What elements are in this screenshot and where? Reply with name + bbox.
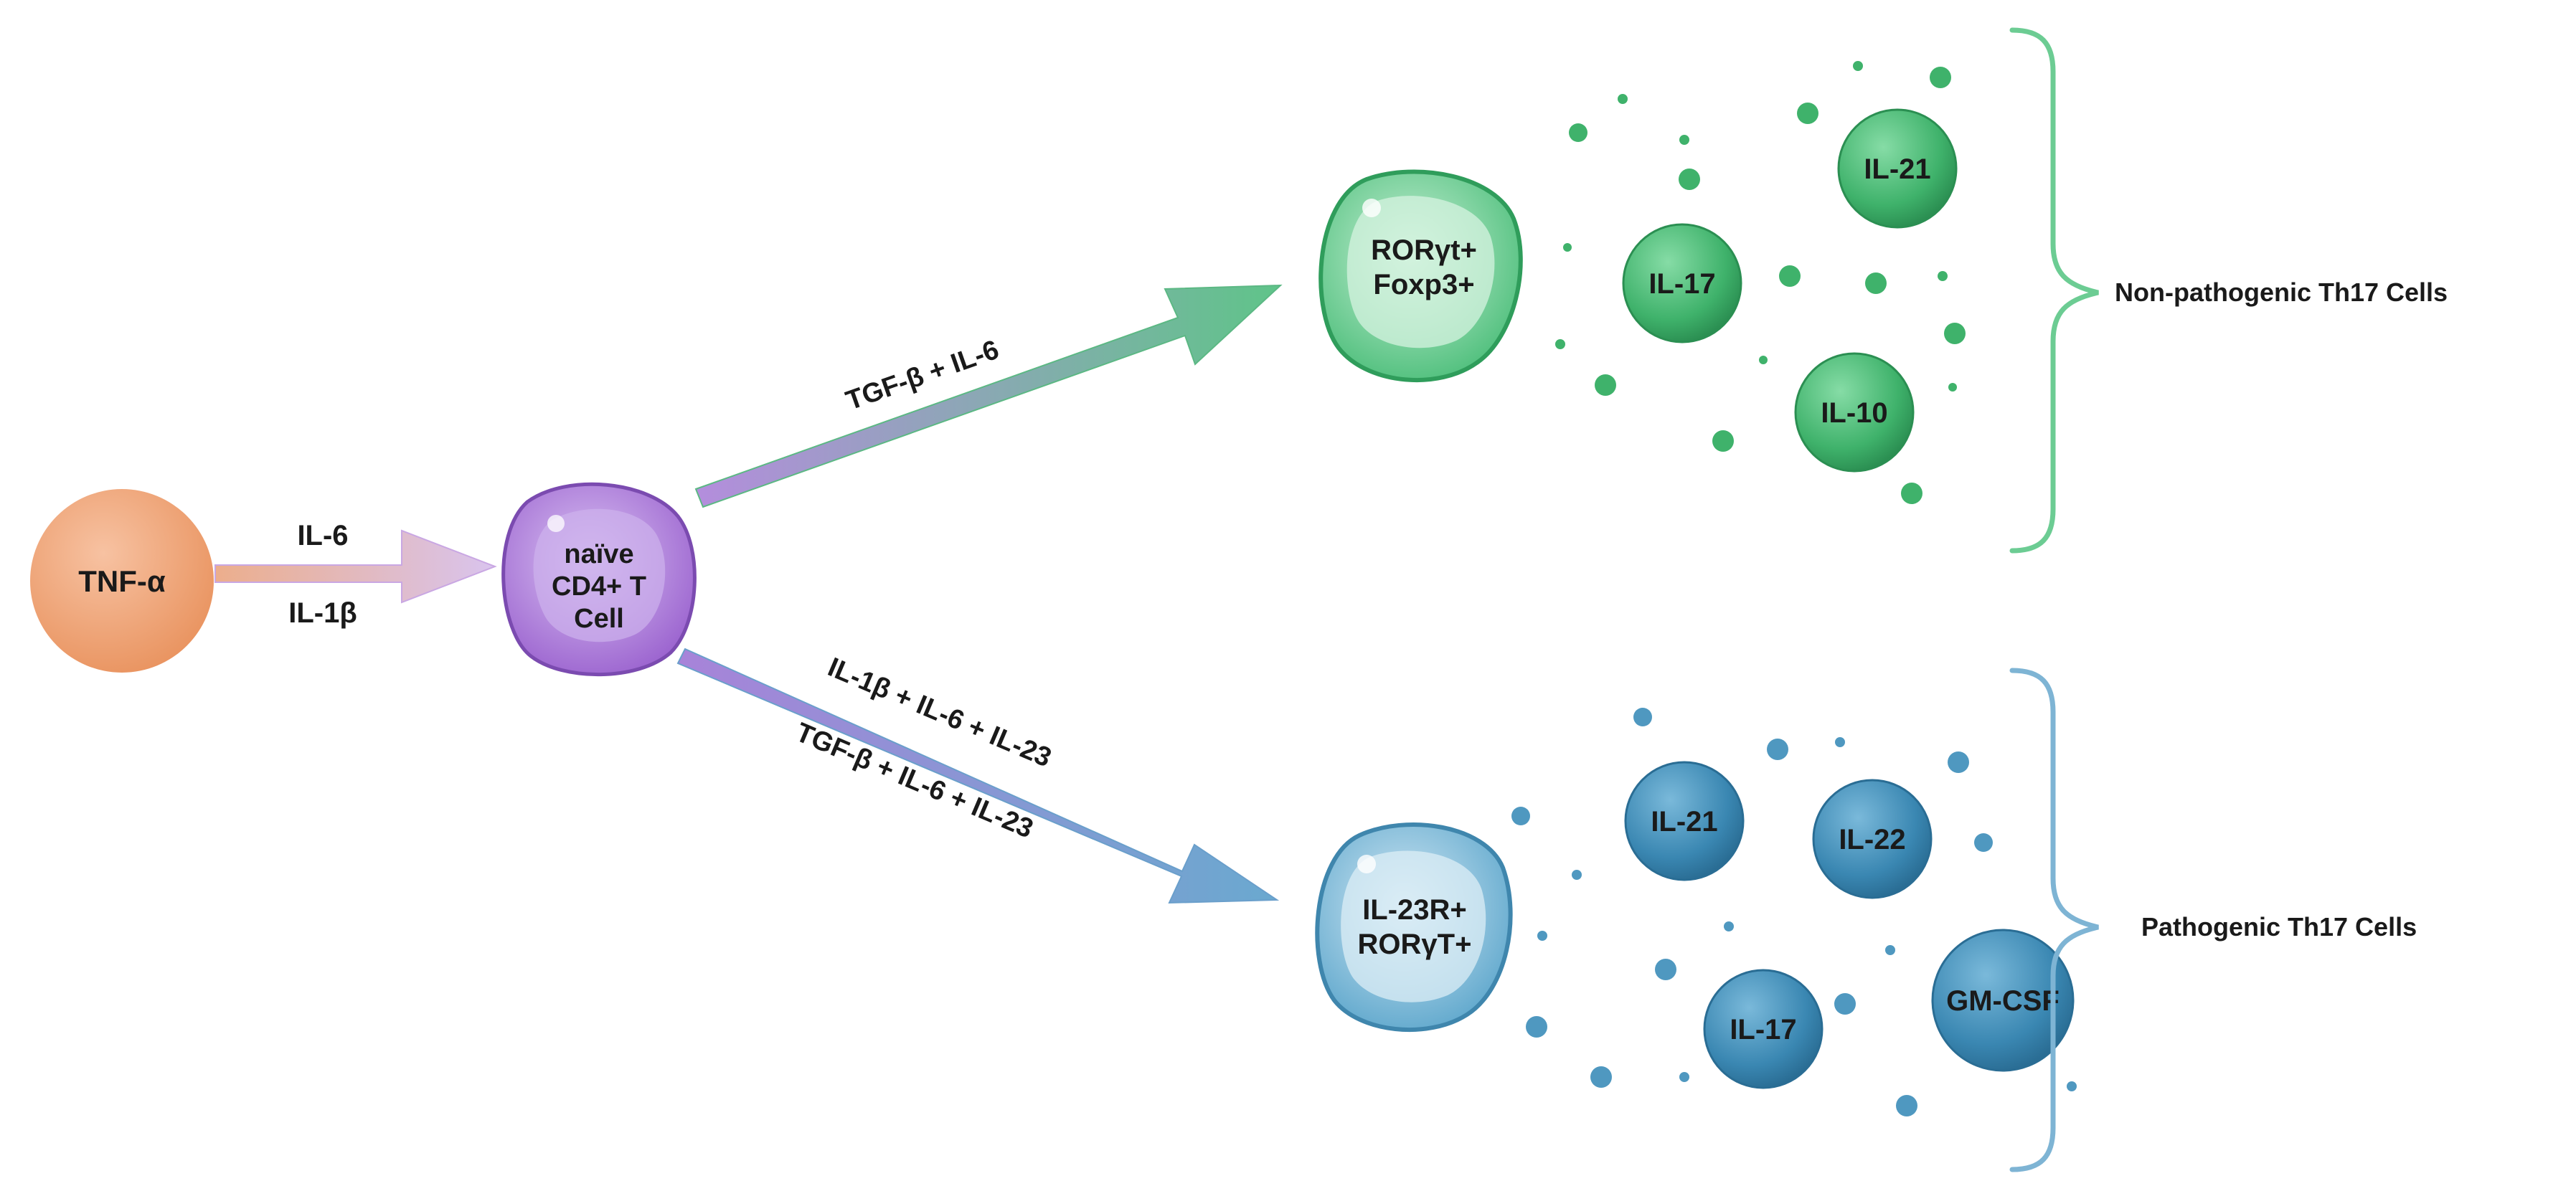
naive-cd4-t-cell: naïve CD4+ T Cell (501, 482, 697, 677)
upper-arrow-shape (694, 284, 1283, 508)
cytokine-il21-upper: IL-21 (1837, 108, 1958, 229)
lower-dot (1590, 1066, 1612, 1088)
lower-dot (1885, 945, 1895, 955)
upper-dot (1679, 169, 1700, 190)
cytokine-label: IL-10 (1821, 397, 1887, 429)
upper-dot (1901, 483, 1922, 504)
lower-dot (1974, 833, 1993, 852)
first-arrow: IL-6 IL-1β (214, 520, 497, 629)
cytokine-il22-lower: IL-22 (1812, 779, 1933, 899)
upper-dot (1865, 272, 1887, 294)
cytokine-ball (1812, 779, 1933, 899)
lower-dot (1511, 807, 1530, 825)
cytokine-ball (1622, 223, 1742, 343)
upper-dot (1948, 383, 1957, 392)
tnf-alpha-circle (30, 489, 214, 673)
lower-dot (1834, 993, 1856, 1015)
upper-group-label: Non-pathogenic Th17 Cells (2115, 278, 2448, 307)
first-arrow-shape (214, 529, 497, 604)
tnf-alpha-cell: TNF-α (30, 489, 214, 673)
upper-dot (1759, 356, 1768, 364)
lower-dot (1572, 870, 1582, 880)
cytokine-gmcsf-lower: GM-CSF (1931, 929, 2075, 1072)
upper-dot (1944, 323, 1966, 344)
first-arrow-label-bottom: IL-1β (288, 597, 357, 629)
lower-dot (1724, 921, 1734, 931)
lower-cytokines: IL-21 IL-22 IL-17 GM-CSF (1624, 761, 2075, 1089)
lower-dot (1767, 739, 1788, 760)
naive-cell-label-2: CD4+ T (552, 571, 646, 602)
cytokine-label: IL-17 (1730, 1014, 1796, 1045)
cytokine-label: IL-22 (1839, 824, 1905, 855)
first-arrow-label-top: IL-6 (297, 520, 348, 551)
upper-th17-cell: RORγt+ Foxp3+ (1318, 169, 1523, 382)
cytokine-ball (1931, 929, 2075, 1072)
cytokine-label: GM-CSF (1946, 985, 2060, 1017)
lower-group-label: Pathogenic Th17 Cells (2141, 912, 2417, 942)
cytokine-ball (1794, 352, 1915, 473)
upper-cell-nucleus (1346, 196, 1495, 348)
cytokine-ball (1837, 108, 1958, 229)
upper-cytokines: IL-21 IL-17 IL-10 (1622, 108, 1958, 473)
lower-dot (1537, 931, 1547, 941)
lower-dot (1679, 1072, 1689, 1082)
cytokine-il17-lower: IL-17 (1703, 969, 1824, 1089)
upper-cell-highlight (1362, 199, 1381, 217)
upper-dot (1595, 374, 1616, 396)
lower-cell-nucleus (1341, 850, 1486, 1002)
cytokine-il21-lower: IL-21 (1624, 761, 1745, 881)
cytokine-ball (1703, 969, 1824, 1089)
lower-cell-label-1: IL-23R+ (1362, 894, 1467, 926)
upper-cytokine-dots (1555, 61, 1966, 504)
tnf-alpha-label: TNF-α (78, 564, 166, 598)
naive-cell-nucleus (533, 508, 666, 642)
lower-cell-label-2: RORγT+ (1358, 929, 1472, 960)
naive-cell-label-3: Cell (574, 604, 624, 634)
lower-cytokine-dots (1511, 708, 2077, 1116)
lower-dot (1633, 708, 1652, 726)
lower-dot (2067, 1081, 2077, 1091)
upper-dot (1712, 430, 1734, 452)
cytokine-label: IL-21 (1864, 153, 1930, 185)
lower-arrow: IL-1β + IL-6 + IL-23 TGF-β + IL-6 + IL-2… (676, 648, 1280, 904)
upper-dot (1679, 135, 1689, 145)
upper-group-brace (2009, 27, 2099, 554)
cytokine-ball (1624, 761, 1745, 881)
lower-dot (1948, 751, 1969, 773)
lower-group-brace (2009, 668, 2099, 1172)
lower-dot (1526, 1016, 1547, 1038)
upper-dot (1555, 339, 1565, 349)
upper-dot (1853, 61, 1863, 71)
lower-th17-cell: IL-23R+ RORγT+ (1315, 822, 1513, 1033)
upper-arrow: TGF-β + IL-6 (694, 284, 1283, 508)
upper-dot (1563, 243, 1572, 252)
upper-dot (1779, 265, 1801, 287)
upper-dot (1930, 67, 1951, 88)
upper-dot (1938, 271, 1948, 281)
upper-cell-label-1: RORγt+ (1371, 234, 1477, 266)
naive-cell-label-1: naïve (564, 539, 633, 569)
cytokine-label: IL-21 (1651, 806, 1717, 838)
upper-dot (1569, 123, 1587, 142)
lower-dot (1835, 737, 1845, 747)
upper-dot (1797, 103, 1818, 124)
upper-dot (1618, 94, 1628, 104)
upper-cell-label-2: Foxp3+ (1373, 269, 1474, 300)
cytokine-il17-upper: IL-17 (1622, 223, 1742, 343)
lower-arrow-shape (676, 648, 1280, 904)
lower-dot (1655, 959, 1676, 980)
naive-cell-highlight (547, 515, 565, 532)
lower-dot (1896, 1095, 1917, 1116)
cytokine-label: IL-17 (1648, 268, 1715, 300)
cytokine-il10-upper: IL-10 (1794, 352, 1915, 473)
lower-cell-highlight (1357, 855, 1376, 873)
